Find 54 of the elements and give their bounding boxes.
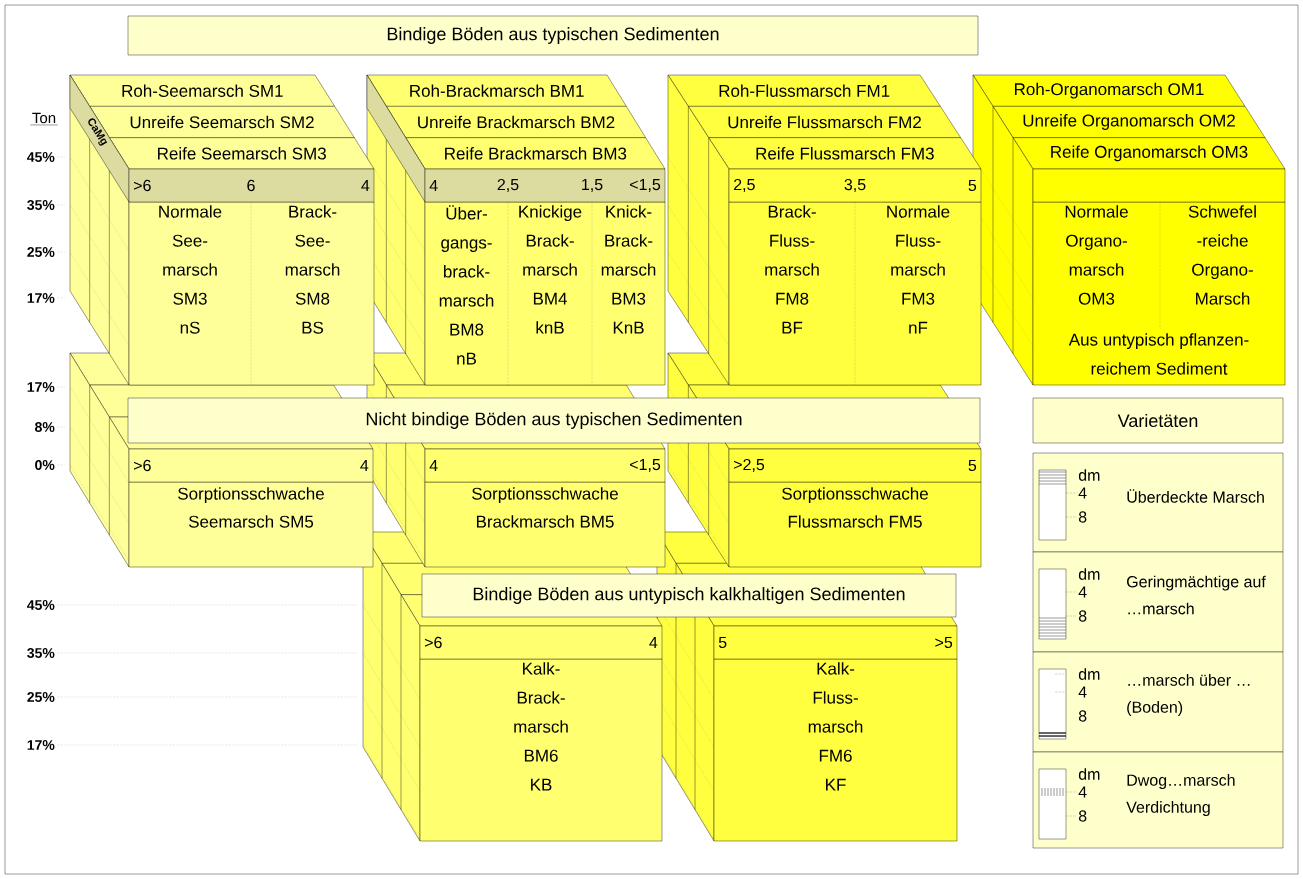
axis-label: 25% — [27, 692, 55, 702]
scale-strip: >6 4 — [128, 448, 374, 483]
soil-type-text: Kalk- Fluss- marsch FM6 KF — [808, 662, 863, 791]
axis-label: 45% — [27, 600, 55, 610]
layer-band: Roh-Seemarsch SM1 — [69, 74, 335, 107]
scale-strip: >6 4 — [419, 625, 663, 660]
layer-band: Unreife Flussmarsch FM2 — [688, 106, 961, 138]
soil-type-text: Normale Organo- marsch OM3 — [1065, 205, 1128, 305]
layer-band: Roh-Brackmarsch BM1 — [366, 74, 627, 107]
axis-label: 45% — [27, 152, 55, 162]
heading-band: Bindige Böden aus typischen Sedimenten — [127, 15, 979, 56]
scale-strip: 4 <1,5 — [424, 448, 666, 483]
axis-label: 17% — [27, 740, 55, 750]
heading-band: Varietäten — [1032, 397, 1284, 444]
axis-title: Ton — [30, 112, 58, 126]
soil-type-text: Sorptionsschwache Flussmarsch FM5 — [782, 487, 928, 528]
axis-label: 35% — [27, 648, 55, 658]
soil-type-text: Schwefel -reiche Organo- Marsch — [1188, 205, 1256, 305]
soil-type-text: Knick- Brack- marsch BM3 KnB — [601, 205, 656, 334]
scale-strip: 4 2,5 1,5 <1,5 — [424, 168, 666, 203]
axis-label: 35% — [27, 200, 55, 210]
soil-profile-drawing: dm 4 8 — [1038, 668, 1100, 740]
axis-label: 0% — [35, 460, 55, 470]
layer-band: Reife Seemarsch SM3 — [109, 137, 375, 170]
scale-strip: >2,5 5 — [728, 448, 982, 483]
scale-strip: >6 6 4 — [128, 168, 375, 203]
soil-type-text: Über- gangs- brack- marsch BM8 nB — [439, 205, 494, 365]
soil-type-text: Knickige Brack- marsch BM4 knB — [519, 205, 582, 334]
scale-strip: 5 >5 — [713, 625, 958, 660]
layer-band: Reife Brackmarsch BM3 — [405, 137, 666, 170]
soil-type-text: Sorptionsschwache Seemarsch SM5 — [178, 487, 324, 528]
soil-profile-drawing: dm 4 8 — [1038, 568, 1100, 640]
layer-band: Unreife Organomarsch OM2 — [992, 106, 1266, 138]
soil-type-text: Brack- Fluss- marsch FM8 BF — [765, 205, 819, 334]
layer-band: Reife Flussmarsch FM3 — [708, 137, 982, 170]
layer-band: Roh-Organomarsch OM1 — [972, 74, 1246, 107]
soil-profile-drawing: dm 4 8 — [1038, 469, 1100, 541]
soil-type-text: Kalk- Brack- marsch BM6 KB — [514, 662, 568, 791]
scale-strip: 2,5 3,5 5 — [728, 168, 982, 203]
soil-type-text: Normale Fluss- marsch FM3 nF — [887, 205, 950, 334]
heading-band: Bindige Böden aus untypisch kalkhaltigen Sedimenten — [421, 573, 957, 618]
soil-profile-drawing: dm 4 8 — [1038, 768, 1100, 840]
layer-band: Roh-Flussmarsch FM1 — [667, 74, 941, 107]
note-text: Aus untypisch pflanzen- reichem Sediment — [1068, 333, 1249, 375]
heading-band: Nicht bindige Böden aus typischen Sedimenten — [127, 397, 981, 444]
soil-type-text: Normale See- marsch SM3 nS — [159, 205, 222, 334]
layer-band: Unreife Brackmarsch BM2 — [386, 106, 646, 138]
axis-label: 17% — [27, 293, 55, 303]
layer-band: Reife Organomarsch OM3 — [1012, 137, 1286, 170]
axis-label: 8% — [35, 422, 55, 432]
axis-label: 17% — [27, 382, 55, 392]
axis-label: 25% — [27, 247, 55, 257]
soil-type-text: Brack- See- marsch SM8 BS — [285, 205, 340, 334]
soil-type-text: Sorptionsschwache Brackmarsch BM5 — [472, 487, 618, 528]
